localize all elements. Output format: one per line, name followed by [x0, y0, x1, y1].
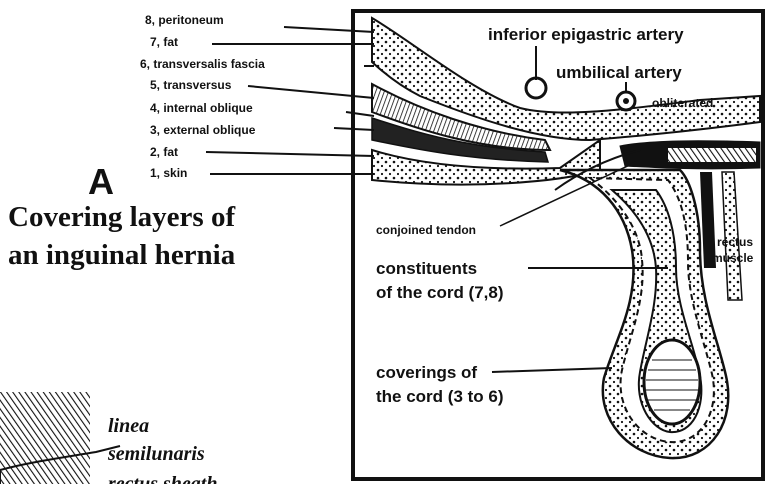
panel-letter: A: [88, 161, 114, 202]
label-rectus-sheath: rectus sheath: [108, 473, 217, 484]
label-inferior-epigastric-artery: inferior epigastric artery: [488, 25, 684, 44]
layer-labels: 8, peritoneum 7, fat 6, transversalis fa…: [140, 13, 374, 180]
label-muscle: muscle: [712, 251, 754, 265]
layer-label-fat-inner: 7, fat: [150, 35, 178, 49]
figure-title-line1: Covering layers of: [8, 201, 235, 233]
layer-label-transversus: 5, transversus: [150, 78, 232, 92]
inferior-epigastric-artery-vessel: [526, 78, 546, 98]
layer-label-internal-oblique: 4, internal oblique: [150, 101, 253, 115]
label-constituents-line1: constituents: [376, 259, 477, 278]
layer-label-skin: 1, skin: [150, 166, 187, 180]
hatched-tissue: [0, 392, 90, 484]
label-umbilical-artery: umbilical artery: [556, 63, 682, 82]
label-coverings-line2: the cord (3 to 6): [376, 387, 504, 406]
figure-title-line2: an inguinal hernia: [8, 239, 236, 271]
layer-label-external-oblique: 3, external oblique: [150, 123, 256, 137]
label-coverings-line1: coverings of: [376, 363, 477, 382]
layer-label-fat-outer: 2, fat: [150, 145, 178, 159]
label-obliterated: obliterated: [652, 96, 713, 110]
label-semilunaris: semilunaris: [107, 443, 205, 465]
label-linea: linea: [108, 415, 149, 437]
label-conjoined-tendon: conjoined tendon: [376, 223, 476, 237]
lower-left-fragment: linea semilunaris rectus sheath: [0, 392, 217, 484]
layer-label-peritoneum: 8, peritoneum: [145, 13, 224, 27]
label-rectus: rectus: [717, 235, 753, 249]
label-constituents-line2: of the cord (7,8): [376, 283, 504, 302]
layer-label-transversalis-fascia: 6, transversalis fascia: [140, 57, 265, 71]
